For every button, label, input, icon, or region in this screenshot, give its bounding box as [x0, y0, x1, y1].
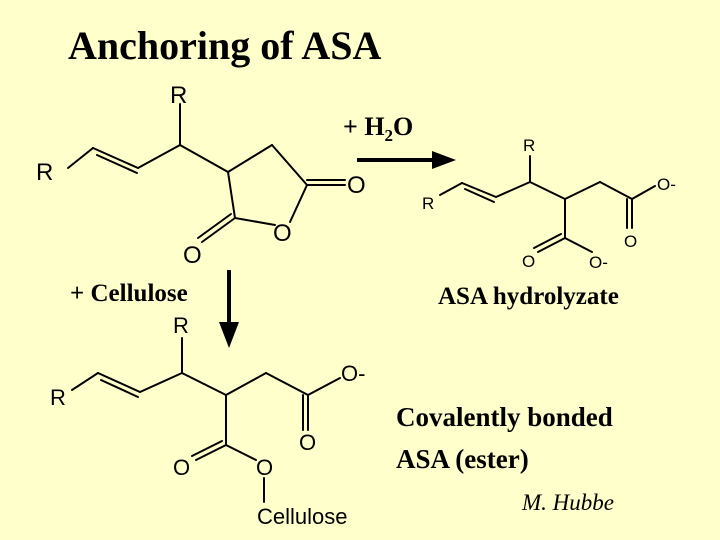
slide-title: Anchoring of ASA: [68, 23, 382, 68]
hydrolyzate-r-top: R: [523, 136, 535, 155]
anhydride-ring-o: O: [273, 220, 292, 247]
hydrolyzate-label: ASA hydrolyzate: [438, 283, 619, 310]
hydrolyzate-o-left: O: [522, 252, 535, 271]
reagent-water-subscript: 2: [384, 126, 394, 146]
asa-ester-structure: [71, 337, 341, 503]
ester-carbonyl-o-right: O: [299, 430, 316, 455]
reagent-water-prefix: + H: [343, 112, 385, 141]
hydrolyzate-o-right: O: [624, 232, 637, 251]
anhydride-lower-o: O: [183, 242, 202, 269]
reagent-water-label: + H2O: [343, 112, 413, 146]
ester-label-line1: Covalently bonded: [396, 402, 613, 432]
asa-hydrolyzate-structure: [439, 155, 656, 253]
hydrolyzate-o-minus-lower: O-: [589, 253, 608, 272]
hydrolysis-arrow: [357, 151, 456, 169]
ester-cellulose-label: Cellulose: [257, 504, 348, 529]
ester-carbonyl-o-left: O: [173, 455, 190, 480]
ester-r-left: R: [50, 385, 66, 410]
ester-linking-o: O: [256, 455, 273, 480]
hydrolyzate-o-minus-right: O-: [657, 175, 676, 194]
ester-r-top: R: [173, 313, 189, 338]
ester-o-minus: O-: [341, 361, 365, 386]
hydrolyzate-r-left: R: [422, 194, 434, 213]
ester-label-line2: ASA (ester): [396, 444, 529, 474]
anhydride-carbonyl-o: O: [347, 172, 366, 199]
anhydride-r-top: R: [170, 82, 187, 109]
asa-anhydride-structure: [67, 103, 346, 243]
esterification-arrow: [219, 270, 239, 348]
reagent-water-suffix: O: [393, 112, 414, 141]
reagent-cellulose-label: + Cellulose: [70, 280, 188, 307]
author-credit: M. Hubbe: [522, 490, 614, 515]
anhydride-r-left: R: [36, 159, 53, 186]
